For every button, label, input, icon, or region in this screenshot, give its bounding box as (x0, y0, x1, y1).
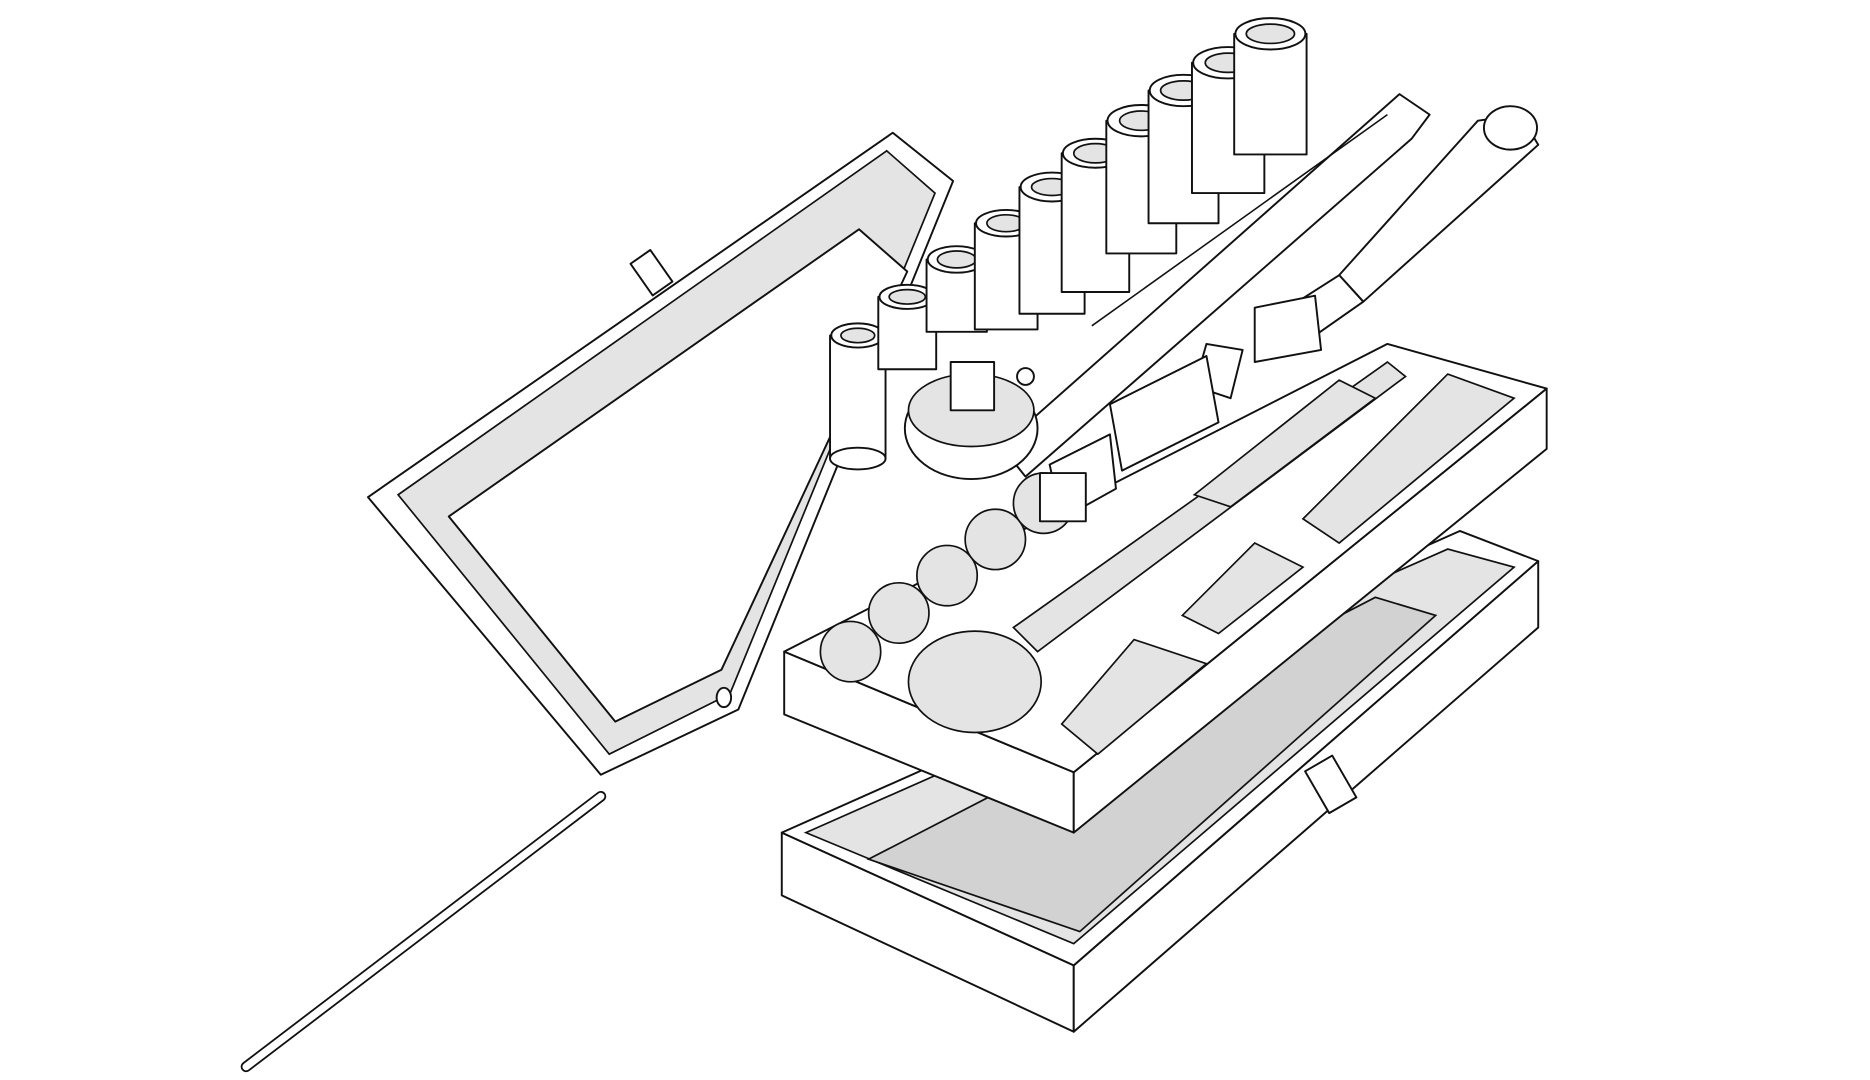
adapter-block (1038, 472, 1087, 523)
adapter-recess-1 (1180, 541, 1305, 635)
socket-10 (1233, 17, 1308, 156)
base-latch (1304, 754, 1358, 815)
ratchet-head-recess (907, 630, 1043, 734)
foam-tray (783, 342, 1548, 834)
bar-recess (1192, 379, 1377, 508)
extension-recess (1301, 373, 1516, 545)
adapter-recess-2 (1060, 638, 1209, 756)
square-drive (949, 361, 996, 412)
socket-1 (829, 322, 887, 471)
hinge-pin-end (715, 686, 733, 709)
ratchet-wrench (903, 93, 1431, 481)
socket-holes (819, 472, 1075, 683)
release-button (1016, 367, 1035, 386)
universal-joint (1253, 294, 1323, 363)
extension-bar (1038, 105, 1540, 523)
socket-2 (877, 283, 938, 371)
hinge-pin (240, 790, 607, 1073)
lid-latch (629, 249, 674, 297)
case-lid (367, 131, 955, 776)
sockets (829, 17, 1308, 471)
